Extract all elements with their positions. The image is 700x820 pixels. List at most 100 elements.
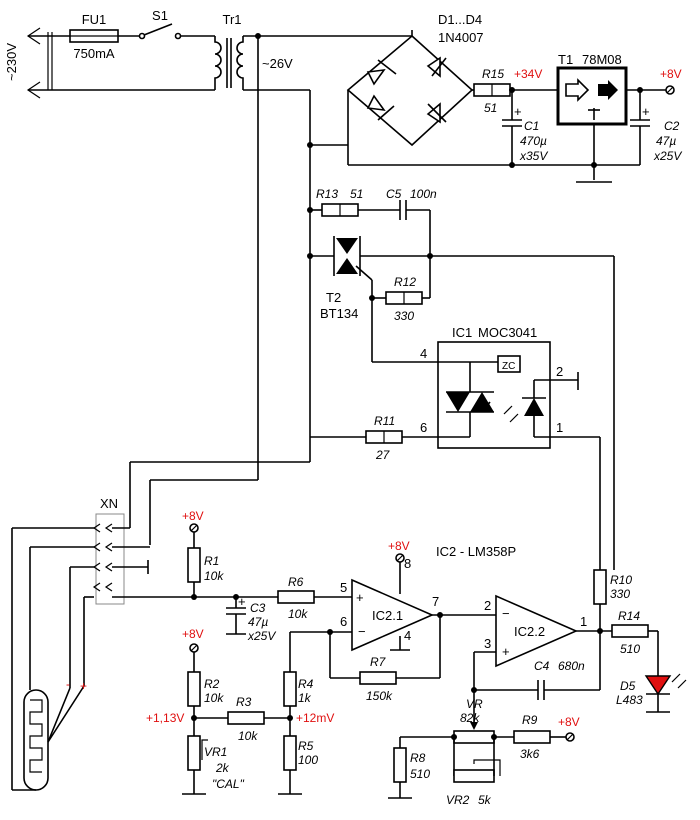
c1-value: 470µ — [520, 134, 547, 148]
r3-ref: R3 — [236, 695, 252, 709]
capacitor-c3: + C3 47µ x25V — [226, 594, 276, 643]
ic2-pin3: 3 — [484, 636, 491, 651]
ic2-1-label: IC2.1 — [372, 608, 403, 623]
c1-rating: x35V — [519, 149, 548, 163]
r13-ref: R13 — [316, 187, 338, 201]
fuse-fu1: FU1 750mA — [69, 12, 119, 61]
r7-value: 150k — [366, 689, 393, 703]
triac-t2: T2 BT134 — [310, 236, 614, 321]
regulator-t1: T1 78M08 — [556, 52, 628, 126]
ic1-pin1: 1 — [556, 420, 563, 435]
capacitor-c4: C4 680n — [534, 659, 585, 700]
d5-ref: D5 — [620, 679, 636, 693]
r4-ref: R4 — [298, 677, 314, 691]
ic1-pin6: 6 — [420, 420, 427, 435]
optocoupler-ic1: IC1 MOC3041 ZC 4 6 2 1 — [372, 325, 600, 449]
bridge-part: 1N4007 — [438, 30, 484, 45]
bridge-ref: D1...D4 — [438, 12, 482, 27]
r11-value: 27 — [375, 448, 391, 462]
t2-part: BT134 — [320, 306, 358, 321]
capacitor-c5: C5 100n — [386, 187, 437, 220]
thermocouple: - + — [47, 677, 87, 743]
fu1-ref: FU1 — [82, 12, 107, 27]
r2-ref: R2 — [204, 677, 220, 691]
r14-value: 510 — [620, 642, 640, 656]
r3-value: 10k — [238, 729, 258, 743]
vr1-note: "CAL" — [212, 777, 245, 791]
c2-value: 47µ — [656, 134, 676, 148]
resistor-r7: R7 150k — [359, 655, 397, 703]
heater-element — [23, 689, 49, 791]
svg-text:+: + — [356, 590, 364, 605]
r6-value: 10k — [288, 607, 308, 621]
vr2-value: 5k — [478, 793, 492, 807]
r4-value: 1k — [298, 691, 312, 705]
r6-ref: R6 — [288, 575, 304, 589]
resistor-r13: R13 51 — [316, 187, 363, 217]
r7-ref: R7 — [370, 655, 387, 669]
ic1-zc: ZC — [502, 361, 515, 372]
r8-ref: R8 — [410, 751, 426, 765]
ic2-title: IC2 - LM358P — [436, 544, 516, 559]
led-d5: D5 L483 — [616, 673, 687, 707]
mains-voltage-label: ~230V — [4, 43, 19, 81]
c5-ref: C5 — [386, 187, 402, 201]
vr-value: 82k — [460, 711, 480, 725]
svg-text:+: + — [502, 644, 510, 659]
vr1-ref: VR1 — [204, 745, 227, 759]
opamp-ic2-1: + − IC2.1 5 6 7 8 4 — [340, 556, 439, 652]
vr1-value: 2k — [215, 761, 230, 775]
r11-ref: R11 — [374, 414, 395, 428]
t2-ref: T2 — [326, 290, 341, 305]
potentiometer-vr: VR 82k — [453, 697, 495, 744]
transformer-tr1: Tr1 ~26V — [214, 12, 293, 90]
ic2-pin5: 5 — [340, 580, 347, 595]
potentiometer-vr2: VR2 5k — [446, 759, 501, 807]
ic2-pin4: 4 — [404, 628, 411, 643]
resistor-r2: R2 10k — [187, 671, 224, 707]
r15-value: 51 — [484, 101, 497, 115]
c5-value: 100n — [410, 187, 437, 201]
svg-text:+: + — [642, 104, 650, 119]
ic2-pin2: 2 — [484, 598, 491, 613]
c3-rating: x25V — [247, 629, 276, 643]
connector-xn: XN — [92, 496, 125, 605]
rail-8v-r2: +8V — [182, 627, 204, 641]
svg-text:−: − — [502, 606, 510, 621]
ic1-ref: IC1 — [452, 325, 472, 340]
ic2-pin8: 8 — [404, 556, 411, 571]
r5-value: 100 — [298, 753, 318, 767]
v-1-13: +1,13V — [146, 711, 184, 725]
v-12mv: +12mV — [296, 711, 334, 725]
switch-s1: S1 — [138, 8, 182, 40]
ic2-pin7: 7 — [432, 594, 439, 609]
resistor-r3: R3 10k — [227, 695, 265, 743]
rail-8v-r1: +8V — [182, 509, 204, 523]
r15-ref: R15 — [482, 67, 504, 81]
resistor-r6: R6 10k — [277, 575, 315, 621]
resistor-r15: R15 51 — [473, 67, 511, 115]
tc-minus: - — [66, 677, 70, 691]
vr2-ref: VR2 — [446, 793, 470, 807]
r9-ref: R9 — [522, 713, 538, 727]
ic2-pin1: 1 — [580, 614, 587, 629]
r2-value: 10k — [204, 691, 224, 705]
r5-ref: R5 — [298, 739, 314, 753]
rail-34v: +34V — [514, 67, 542, 81]
opamp-ic2-2: − + IC2.2 2 3 1 — [484, 594, 587, 668]
svg-text:+: + — [238, 594, 246, 609]
ic2-pin6: 6 — [340, 614, 347, 629]
ic1-part: MOC3041 — [478, 325, 537, 340]
r13-value: 51 — [350, 187, 363, 201]
r12-value: 330 — [394, 309, 414, 323]
d5-part: L483 — [616, 693, 643, 707]
resistor-r11: R11 27 — [365, 414, 403, 462]
r10-value: 330 — [610, 587, 630, 601]
potentiometer-vr1: VR1 2k "CAL" — [187, 735, 245, 791]
r8-value: 510 — [410, 767, 430, 781]
resistor-r8: R8 510 — [393, 747, 430, 783]
tr1-secondary: ~26V — [262, 56, 293, 71]
s1-ref: S1 — [152, 8, 168, 23]
svg-text:−: − — [358, 624, 366, 639]
